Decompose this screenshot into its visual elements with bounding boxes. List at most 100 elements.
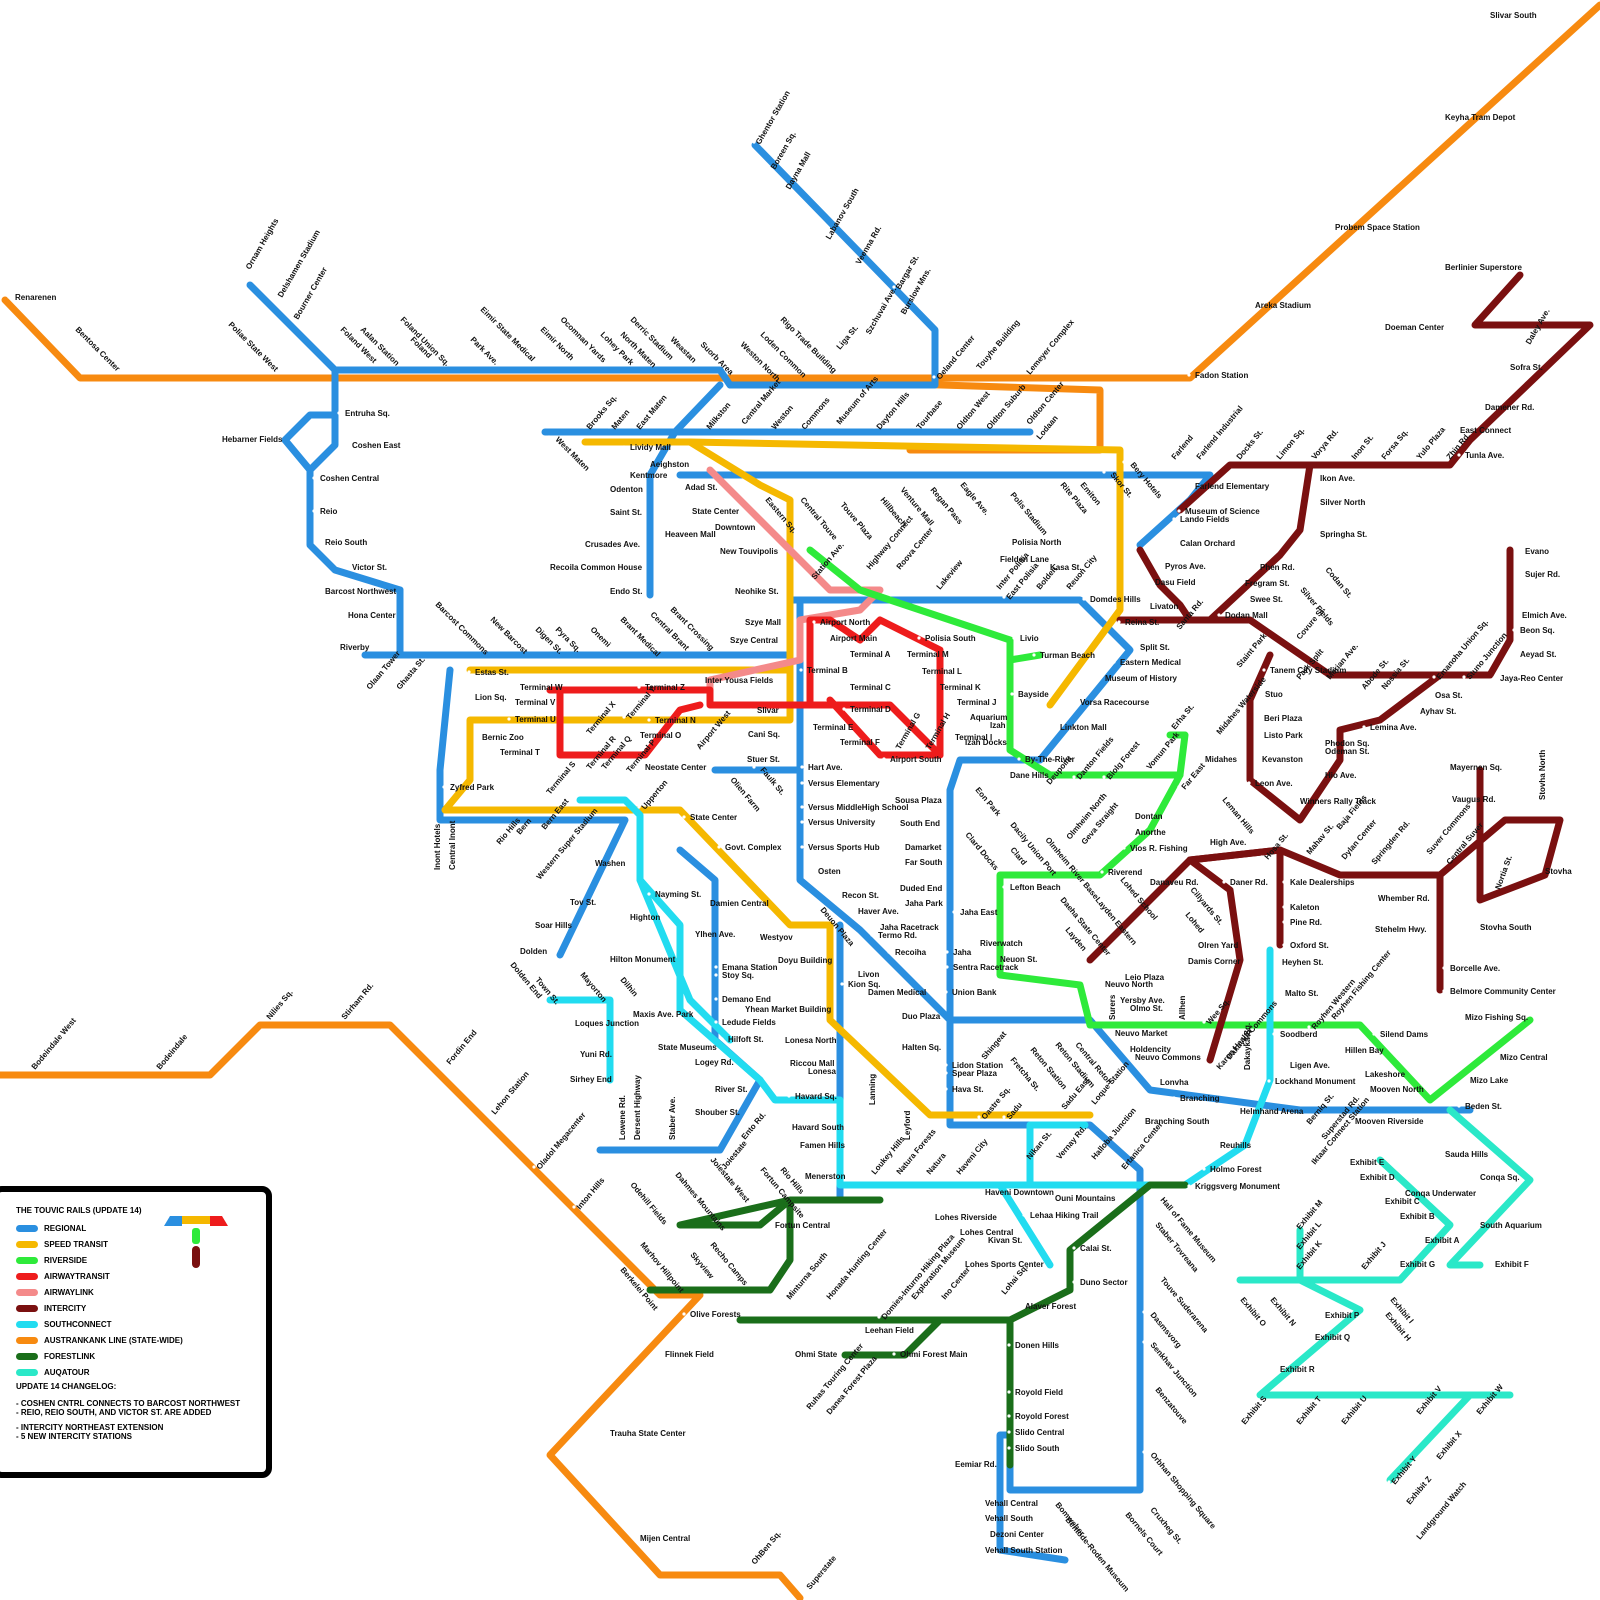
- station-dot[interactable]: [352, 325, 355, 328]
- station-dot[interactable]: [1442, 989, 1445, 992]
- station-dot[interactable]: [1487, 1262, 1490, 1265]
- station-dot[interactable]: [1142, 604, 1145, 607]
- station-dot[interactable]: [749, 708, 752, 711]
- station-dot[interactable]: [1190, 943, 1193, 946]
- station-dot[interactable]: [1370, 896, 1373, 899]
- station-dot[interactable]: [1072, 700, 1075, 703]
- station-dot[interactable]: [612, 975, 615, 978]
- station-dot[interactable]: [1352, 1175, 1355, 1178]
- station-dot[interactable]: [777, 1038, 780, 1041]
- station-dot[interactable]: [949, 700, 952, 703]
- station-dot[interactable]: [622, 315, 625, 318]
- station-dot[interactable]: [945, 965, 948, 968]
- station-dot[interactable]: [714, 997, 717, 1000]
- station-dot[interactable]: [1312, 532, 1315, 535]
- station-dot[interactable]: [7, 295, 10, 298]
- station-dot[interactable]: [1492, 1055, 1495, 1058]
- station-dot[interactable]: [622, 915, 625, 918]
- station-dot[interactable]: [642, 462, 645, 465]
- station-dot[interactable]: [1397, 1191, 1400, 1194]
- station-dot[interactable]: [1262, 668, 1265, 671]
- station-dot[interactable]: [872, 925, 875, 928]
- station-dot[interactable]: [632, 1240, 635, 1243]
- station-dot[interactable]: [1492, 676, 1495, 679]
- station-dot[interactable]: [782, 1061, 785, 1064]
- station-dot[interactable]: [577, 542, 580, 545]
- station-dot[interactable]: [1222, 880, 1225, 883]
- station-dot[interactable]: [1037, 835, 1040, 838]
- station-dot[interactable]: [1147, 1220, 1150, 1223]
- station-dot[interactable]: [1007, 1390, 1010, 1393]
- station-dot[interactable]: [332, 645, 335, 648]
- station-dot[interactable]: [1142, 880, 1145, 883]
- station-dot[interactable]: [702, 1155, 705, 1158]
- station-dot[interactable]: [602, 510, 605, 513]
- station-dot[interactable]: [800, 820, 803, 823]
- station-dot[interactable]: [772, 315, 775, 318]
- station-dot[interactable]: [1442, 765, 1445, 768]
- station-dot[interactable]: [1100, 870, 1103, 873]
- station-dot[interactable]: [697, 678, 700, 681]
- station-dot[interactable]: [1272, 1032, 1275, 1035]
- station-dot[interactable]: [752, 330, 755, 333]
- station-dot[interactable]: [682, 1250, 685, 1253]
- station-dot[interactable]: [662, 335, 665, 338]
- station-dot[interactable]: [1272, 1367, 1275, 1370]
- station-dot[interactable]: [1072, 480, 1075, 483]
- station-dot[interactable]: [1007, 1430, 1010, 1433]
- station-dot[interactable]: [1282, 905, 1285, 908]
- station-dot[interactable]: [1187, 373, 1190, 376]
- station-dot[interactable]: [944, 990, 947, 993]
- station-dot[interactable]: [1247, 781, 1250, 784]
- station-dot[interactable]: [850, 909, 853, 912]
- station-dot[interactable]: [472, 305, 475, 308]
- station-dot[interactable]: [899, 652, 902, 655]
- station-dot[interactable]: [962, 715, 965, 718]
- station-dot[interactable]: [1217, 613, 1220, 616]
- station-dot[interactable]: [1252, 565, 1255, 568]
- station-dot[interactable]: [1032, 653, 1035, 656]
- station-dot[interactable]: [562, 900, 565, 903]
- station-dot[interactable]: [1232, 1109, 1235, 1112]
- station-dot[interactable]: [612, 330, 615, 333]
- station-dot[interactable]: [707, 525, 710, 528]
- station-dot[interactable]: [799, 668, 802, 671]
- station-dot[interactable]: [1127, 1055, 1130, 1058]
- station-dot[interactable]: [1122, 846, 1125, 849]
- station-dot[interactable]: [922, 485, 925, 488]
- station-dot[interactable]: [1177, 509, 1180, 512]
- station-dot[interactable]: [1142, 1450, 1145, 1453]
- station-dot[interactable]: [967, 785, 970, 788]
- station-dot[interactable]: [1457, 1104, 1460, 1107]
- station-dot[interactable]: [1152, 1275, 1155, 1278]
- station-dot[interactable]: [1187, 1184, 1190, 1187]
- station-dot[interactable]: [1482, 13, 1485, 16]
- station-dot[interactable]: [467, 695, 470, 698]
- station-dot[interactable]: [502, 960, 505, 963]
- station-dot[interactable]: [1097, 676, 1100, 679]
- station-dot[interactable]: [1004, 540, 1007, 543]
- station-dot[interactable]: [1502, 365, 1505, 368]
- station-dot[interactable]: [687, 1110, 690, 1113]
- station-dot[interactable]: [474, 735, 477, 738]
- station-dot[interactable]: [957, 830, 960, 833]
- station-dot[interactable]: [800, 781, 803, 784]
- station-dot[interactable]: [442, 785, 445, 788]
- station-dot[interactable]: [1342, 1160, 1345, 1163]
- station-dot[interactable]: [1277, 991, 1280, 994]
- station-dot[interactable]: [800, 845, 803, 848]
- station-dot[interactable]: [402, 335, 405, 338]
- station-dot[interactable]: [992, 557, 995, 560]
- station-dot[interactable]: [1377, 1310, 1380, 1313]
- station-dot[interactable]: [1152, 1195, 1155, 1198]
- station-dot[interactable]: [622, 1180, 625, 1183]
- station-dot[interactable]: [800, 765, 803, 768]
- station-dot[interactable]: [810, 869, 813, 872]
- station-dot[interactable]: [1187, 484, 1190, 487]
- station-dot[interactable]: [732, 340, 735, 343]
- station-dot[interactable]: [1267, 1079, 1270, 1082]
- station-dot[interactable]: [1307, 1335, 1310, 1338]
- station-dot[interactable]: [1117, 1510, 1120, 1513]
- station-dot[interactable]: [662, 605, 665, 608]
- station-dot[interactable]: [1472, 1223, 1475, 1226]
